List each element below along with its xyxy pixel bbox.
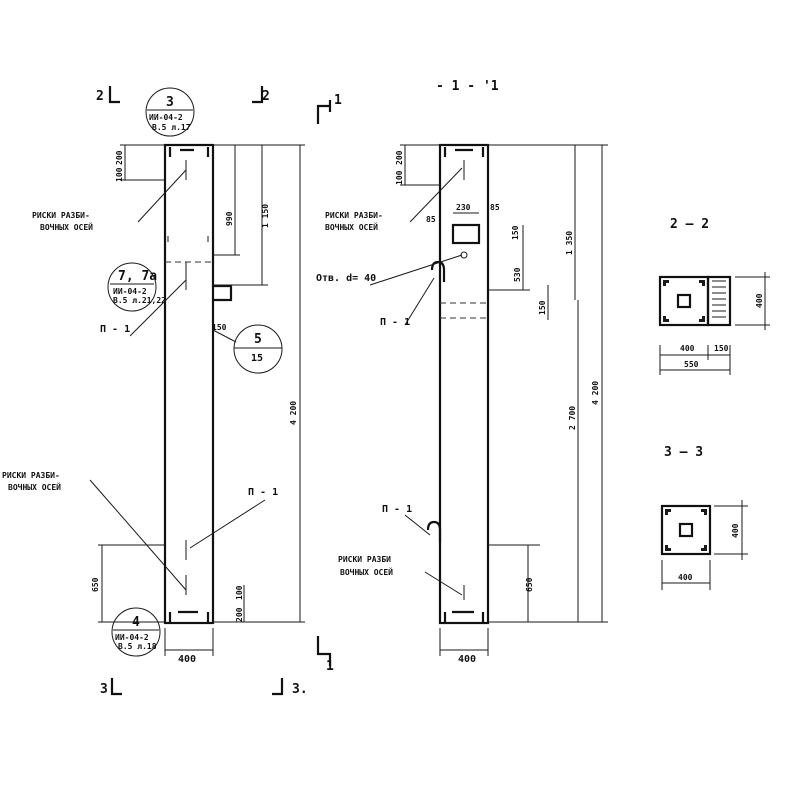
section-2-2-title: 2 — 2 xyxy=(670,217,709,232)
p1-label-mid-a: П - 1 xyxy=(380,317,410,328)
riski-label-left-2: ВОЧНЫХ ОСЕЙ xyxy=(40,221,93,232)
dim-230: 230 xyxy=(456,203,471,212)
callout-4-ref: ИИ-04-2 xyxy=(115,633,149,642)
section-markers-left xyxy=(108,86,284,696)
dim-1350: 1 350 xyxy=(565,231,574,255)
dim-150-console: 150 xyxy=(212,323,227,332)
s22-width-150: 150 xyxy=(714,344,729,353)
riski-label-mid2-1: РИСКИ РАЗБИ xyxy=(338,555,391,564)
dim-650-left: 650 xyxy=(91,577,100,592)
dim-150-plate: 150 xyxy=(511,225,520,240)
dim-650-mid: 650 xyxy=(525,577,534,592)
left-column-elevation xyxy=(163,143,233,625)
riski-label-mid-1: РИСКИ РАЗБИ- xyxy=(325,211,383,220)
leaders-mid xyxy=(369,167,463,596)
middle-column-elevation xyxy=(426,143,490,625)
section-1-a: 1 xyxy=(334,93,342,108)
dim-150-mid: 150 xyxy=(538,300,547,315)
callout-3-ref: ИИ-04-2 xyxy=(149,113,183,122)
section-3-right: 3. xyxy=(292,682,308,697)
dim-100-mid: 100 xyxy=(395,170,404,185)
section-3-3-title: 3 — 3 xyxy=(664,445,703,460)
dim-85-right: 85 xyxy=(490,203,500,212)
hole-label: Отв. d= 40 xyxy=(316,273,376,284)
callout-5 xyxy=(212,324,283,374)
dim-200-bot: 200 xyxy=(235,607,244,622)
section-1-top: - 1 - '1 xyxy=(436,79,499,94)
section-2-right: 2 xyxy=(262,89,270,104)
callout-4-num: 4 xyxy=(132,615,140,630)
callout-3 xyxy=(145,87,195,137)
dim-85-left: 85 xyxy=(426,215,436,224)
riski-label-left2-2: ВОЧНЫХ ОСЕЙ xyxy=(8,481,61,492)
p1-label-left-b: П - 1 xyxy=(248,487,278,498)
callout-7 xyxy=(107,262,157,312)
s22-height-400: 400 xyxy=(755,293,764,308)
dim-400-mid: 400 xyxy=(458,654,476,665)
section-2-2-view xyxy=(658,272,770,375)
dim-2700: 2 700 xyxy=(568,406,577,430)
s33-width-400: 400 xyxy=(678,573,693,582)
section-3-3-view xyxy=(660,500,748,590)
s22-width-400: 400 xyxy=(680,344,695,353)
s33-height-400: 400 xyxy=(731,523,740,538)
section-2-left: 2 xyxy=(96,89,104,104)
riski-label-left-1: РИСКИ РАЗБИ- xyxy=(32,211,90,220)
dim-200-mid: 200 xyxy=(395,150,404,165)
callout-7-num: 7, 7а xyxy=(118,269,157,284)
riski-label-left2-1: РИСКИ РАЗБИ- xyxy=(2,471,60,480)
section-3-left: 3 xyxy=(100,682,108,697)
dim-400-left: 400 xyxy=(178,654,196,665)
callout-3-num: 3 xyxy=(166,95,174,110)
section-1-b: 1 xyxy=(326,659,334,674)
s22-width-550: 550 xyxy=(684,360,699,369)
dim-530: 530 xyxy=(513,267,522,282)
callout-7-ref: ИИ-04-2 xyxy=(113,287,147,296)
riski-label-mid2-2: ВОЧНЫХ ОСЕЙ xyxy=(340,566,393,577)
dim-990: 990 xyxy=(225,211,234,226)
callout-4 xyxy=(111,607,161,657)
p1-label-left-a: П - 1 xyxy=(100,324,130,335)
dim-200-top: 200 xyxy=(115,150,124,165)
callout-5-num: 5 xyxy=(254,332,262,347)
leaders-left xyxy=(89,169,266,591)
left-dimensions xyxy=(98,144,305,656)
callout-4-sheet: В.5 л.18 xyxy=(118,642,157,651)
callout-5-ref: 15 xyxy=(251,353,263,364)
dim-1150: 1 150 xyxy=(261,204,270,228)
dim-4200-mid: 4 200 xyxy=(591,381,600,405)
dim-100-top: 100 xyxy=(115,167,124,182)
riski-label-mid-2: ВОЧНЫХ ОСЕЙ xyxy=(325,221,378,232)
middle-dimensions xyxy=(400,144,608,656)
dim-100-bot: 100 xyxy=(235,585,244,600)
section-markers-mid xyxy=(316,100,332,666)
callout-7-sheet: В.5 л.21,22 xyxy=(113,296,166,305)
callout-3-sheet: В.5 л.17 xyxy=(152,123,191,132)
p1-label-mid-b: П - 1 xyxy=(382,504,412,515)
dim-4200-left: 4 200 xyxy=(289,401,298,425)
